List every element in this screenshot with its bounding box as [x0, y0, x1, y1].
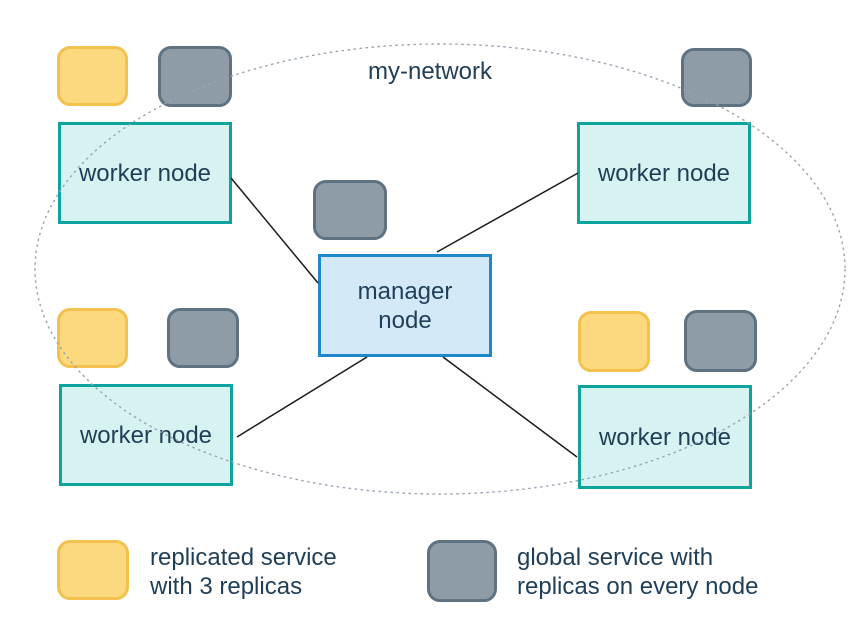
manager-node-label-line2: node [378, 306, 432, 334]
manager-node: manager node [318, 254, 492, 357]
legend-replicated-service-icon [57, 540, 129, 600]
worker-node-bottom-left: worker node [59, 384, 233, 486]
connector-line-topleft-manager [230, 177, 319, 284]
replicated-service-icon [578, 311, 650, 372]
legend-replicated-service-text: replicated service with 3 replicas [150, 543, 337, 601]
legend-global-service-icon [427, 540, 497, 602]
legend-replicated-line1: replicated service [150, 544, 337, 571]
worker-node-top-right: worker node [577, 122, 751, 224]
worker-node-label: worker node [598, 423, 732, 451]
worker-node-top-left: worker node [58, 122, 232, 224]
legend-replicated-line2: with 3 replicas [150, 573, 303, 600]
legend-global-line2: replicas on every node [517, 573, 759, 600]
worker-node-label: worker node [79, 421, 213, 449]
connector-line-manager-bottomleft [236, 356, 368, 438]
worker-node-bottom-right: worker node [578, 385, 752, 489]
connector-line-manager-bottomright [442, 356, 578, 458]
global-service-icon [684, 310, 757, 372]
replicated-service-icon [57, 46, 128, 106]
global-service-icon [313, 180, 387, 240]
legend-global-line1: global service with [517, 544, 714, 571]
legend-global-service-text: global service with replicas on every no… [517, 543, 758, 601]
connector-line-topright-manager [436, 172, 579, 253]
worker-node-label: worker node [597, 159, 731, 187]
global-service-icon [167, 308, 239, 368]
global-service-icon [158, 46, 232, 107]
manager-node-label-line1: manager [357, 277, 453, 305]
worker-node-label: worker node [78, 159, 212, 187]
global-service-icon [681, 48, 752, 107]
replicated-service-icon [57, 308, 128, 368]
network-label: my-network [367, 58, 493, 85]
